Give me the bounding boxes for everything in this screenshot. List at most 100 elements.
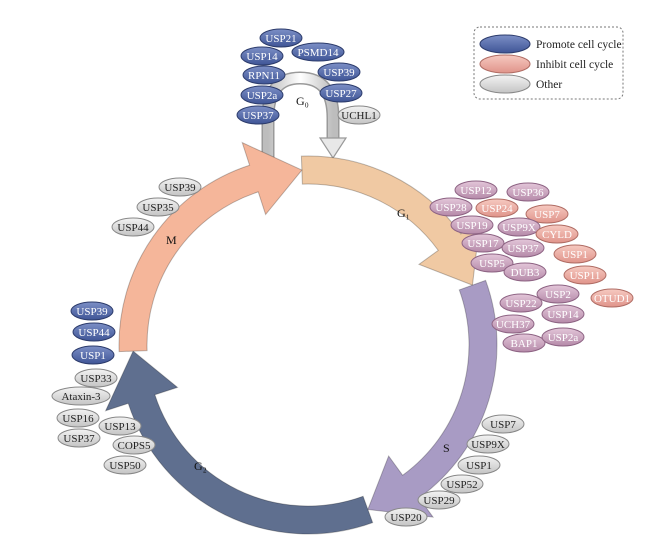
enzyme-label: USP2a [548,332,579,344]
enzyme-label: BAP1 [511,338,538,350]
enzyme-ellipse [242,65,286,85]
enzyme-label: RPN11 [248,70,280,82]
enzyme-ellipse [470,253,514,273]
enzyme-label: USP16 [62,413,94,425]
phase-label-g2: G₂ [194,459,207,473]
enzyme-g1-usp9x: USP9X [497,217,541,237]
enzyme-g2-usp44: USP44 [72,322,116,342]
enzyme-g1-usp19: USP19 [450,215,494,235]
enzyme-label: USP14 [547,309,579,321]
enzyme-label: USP7 [490,419,516,431]
enzyme-g1-usp11: USP11 [563,265,607,285]
enzyme-g1-usp17: USP17 [461,233,505,253]
enzyme-label: USP1 [562,249,588,261]
enzyme-ellipse [461,233,505,253]
enzyme-ellipse [466,434,510,454]
enzyme-ellipse [503,262,547,282]
enzyme-ellipse [440,474,484,494]
enzyme-g1-bap1: BAP1 [502,333,546,353]
enzyme-label: USP52 [446,479,477,491]
enzyme-ellipse [74,368,118,388]
enzyme-ellipse [541,327,585,347]
cycle-ring [104,141,498,535]
enzyme-label: USP37 [63,433,95,445]
enzyme-s-usp7: USP7 [481,414,525,434]
enzyme-label: USP20 [390,512,422,524]
enzyme-label: USP11 [570,270,601,282]
enzyme-label: COPS5 [117,440,151,452]
enzyme-ellipse [457,455,501,475]
enzyme-label: USP39 [76,306,108,318]
enzyme-m-usp44: USP44 [111,217,155,237]
enzyme-ellipse [525,204,569,224]
enzyme-label: USP44 [78,327,110,339]
enzyme-g1-cyld: CYLD [535,224,579,244]
enzyme-g1-usp14: USP14 [541,304,585,324]
enzyme-label: USP2 [545,289,571,301]
enzyme-ellipse [384,507,428,527]
enzyme-ellipse [51,386,111,406]
enzyme-g0-usp27: USP27 [319,83,363,103]
enzyme-g1-usp36: USP36 [506,182,550,202]
cycle-arrow-m [118,141,303,353]
enzyme-g1-usp2: USP2 [536,284,580,304]
enzyme-ellipse [497,217,541,237]
enzyme-label: USP35 [142,202,174,214]
enzyme-g1-uch37: UCH37 [491,314,535,334]
enzyme-s-usp52: USP52 [440,474,484,494]
enzyme-g1-usp2a: USP2a [541,327,585,347]
enzyme-ellipse [240,85,284,105]
legend: Promote cell cycle Inhibit cell cycle Ot… [473,26,624,100]
enzyme-ellipse [57,428,101,448]
enzyme-g0-usp37: USP37 [236,105,280,125]
enzyme-ellipse [317,62,361,82]
enzyme-g2-usp33: USP33 [74,368,118,388]
enzyme-ellipse [98,416,142,436]
enzyme-label: DUB3 [511,267,540,279]
legend-other-label: Other [536,79,562,91]
enzyme-ellipse [501,238,545,258]
enzyme-ellipse [417,490,461,510]
enzyme-label: Ataxin-3 [61,391,101,403]
enzyme-label: USP44 [117,222,149,234]
enzyme-g1-usp12: USP12 [454,180,498,200]
enzyme-ellipse [136,197,180,217]
enzyme-s-usp20: USP20 [384,507,428,527]
enzyme-g0-rpn11: RPN11 [242,65,286,85]
enzyme-ellipse [541,304,585,324]
enzyme-g1-dub3: DUB3 [503,262,547,282]
enzyme-label: USP2a [247,90,278,102]
legend-inhibit-swatch [479,54,531,74]
enzyme-ellipse [563,265,607,285]
enzyme-label: USP36 [512,187,544,199]
enzyme-ellipse [499,293,543,313]
enzyme-g0-usp2a: USP2a [240,85,284,105]
enzyme-ellipse [535,224,579,244]
enzyme-ellipse [475,198,519,218]
enzyme-g1-usp24: USP24 [475,198,519,218]
enzyme-label: USP9X [471,439,505,451]
enzyme-ellipse [103,455,147,475]
enzyme-label: UCH37 [496,319,531,331]
enzyme-ellipse [590,288,634,308]
enzyme-ellipse [71,345,115,365]
enzyme-label: OTUD1 [594,293,630,305]
enzyme-ellipse [506,182,550,202]
enzyme-ellipse [158,177,202,197]
cycle-arrow-g1 [300,155,481,286]
enzyme-label: USP37 [242,110,274,122]
enzyme-g1-usp7: USP7 [525,204,569,224]
enzyme-label: PSMD14 [298,47,339,59]
enzyme-g0-psmd14: PSMD14 [291,42,345,62]
enzyme-m-usp39: USP39 [158,177,202,197]
phase-label-g1: G₁ [397,206,410,220]
enzyme-ellipse [450,215,494,235]
enzyme-g0-usp21: USP21 [259,28,303,48]
enzyme-ellipse [111,217,155,237]
enzyme-label: USP21 [265,33,296,45]
enzyme-g1-usp5: USP5 [470,253,514,273]
enzyme-g1-usp28: USP28 [429,197,473,217]
enzyme-g0-usp14: USP14 [240,46,284,66]
enzyme-ellipse [236,105,280,125]
